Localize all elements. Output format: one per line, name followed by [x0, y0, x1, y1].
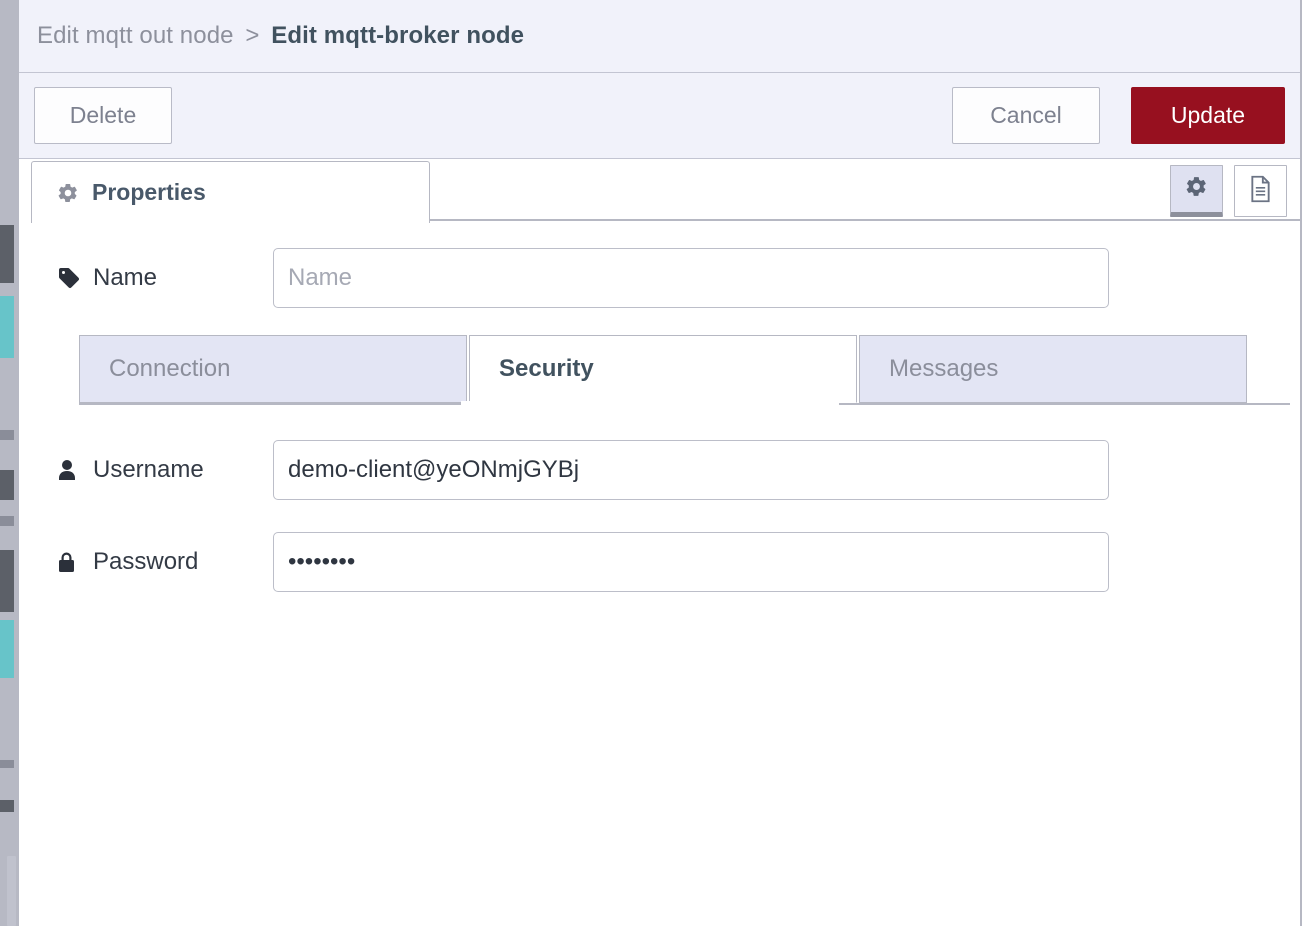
subtabs-active-mask: [461, 401, 839, 405]
tab-properties[interactable]: Properties: [31, 161, 430, 223]
subtab-connection[interactable]: Connection: [79, 335, 467, 403]
tag-icon: [57, 266, 83, 290]
name-input[interactable]: [273, 248, 1109, 308]
background-node: [0, 516, 14, 526]
lock-icon: [57, 551, 83, 574]
gear-icon: [1185, 175, 1208, 203]
edit-node-dialog: Edit mqtt out node > Edit mqtt-broker no…: [19, 0, 1302, 951]
subtab-strip: Connection Security Messages: [19, 335, 1300, 408]
tab-strip-divider: [428, 219, 1300, 221]
delete-button[interactable]: Delete: [34, 87, 172, 144]
tab-icon-buttons: [1170, 165, 1287, 217]
password-input[interactable]: [273, 532, 1109, 592]
subtab-messages-label: Messages: [889, 355, 999, 382]
username-input[interactable]: [273, 440, 1109, 500]
node-red-editor: Edit mqtt out node > Edit mqtt-broker no…: [0, 0, 1302, 926]
breadcrumb-parent[interactable]: Edit mqtt out node: [37, 22, 234, 49]
username-label-text: Username: [93, 456, 204, 483]
subtab-messages[interactable]: Messages: [859, 335, 1247, 403]
password-label: Password: [57, 548, 273, 576]
breadcrumb-separator: >: [245, 22, 260, 49]
background-node: [0, 800, 14, 812]
update-button[interactable]: Update: [1131, 87, 1285, 144]
description-icon: [1248, 175, 1273, 208]
form-row-username: Username: [19, 440, 1300, 500]
tab-strip: Properties: [19, 159, 1300, 223]
password-label-text: Password: [93, 548, 199, 575]
subtabs: Connection Security Messages: [79, 335, 1300, 403]
subtab-security[interactable]: Security: [469, 335, 857, 403]
description-view-button[interactable]: [1234, 165, 1287, 217]
subtab-security-label: Security: [499, 355, 594, 382]
cancel-button[interactable]: Cancel: [952, 87, 1100, 144]
breadcrumb-current: Edit mqtt-broker node: [271, 22, 525, 49]
dialog-header: Edit mqtt out node > Edit mqtt-broker no…: [19, 0, 1300, 73]
background-node: [0, 430, 14, 440]
gear-icon: [57, 182, 79, 204]
dialog-toolbar: Delete Cancel Update: [19, 73, 1300, 159]
form-row-password: Password: [19, 532, 1300, 592]
canvas-scrollbar[interactable]: [7, 856, 16, 926]
background-node: [0, 296, 14, 358]
dialog-content: Name Connection Security Messages: [19, 248, 1300, 951]
background-node: [0, 760, 14, 768]
user-icon: [57, 459, 83, 481]
subtab-connection-label: Connection: [109, 355, 231, 382]
name-label-text: Name: [93, 264, 158, 291]
background-node: [0, 470, 14, 500]
background-canvas: [0, 0, 22, 926]
tab-properties-label: Properties: [92, 179, 206, 205]
background-node: [0, 550, 14, 612]
form-row-name: Name: [19, 248, 1300, 308]
background-node: [0, 620, 14, 678]
background-node: [0, 225, 14, 283]
properties-view-button[interactable]: [1170, 165, 1223, 217]
breadcrumb: Edit mqtt out node > Edit mqtt-broker no…: [37, 22, 524, 50]
username-label: Username: [57, 456, 273, 484]
name-label: Name: [57, 264, 273, 292]
